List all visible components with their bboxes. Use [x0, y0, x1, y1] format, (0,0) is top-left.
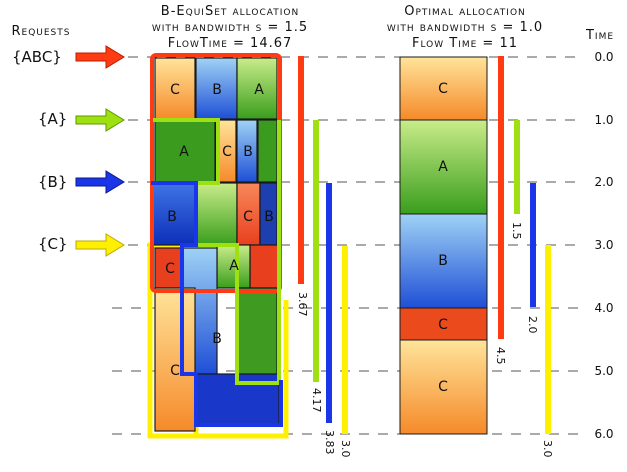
job-b-left-top	[195, 57, 238, 120]
right-title: Optimal allocation with bandwidth s = 1.…	[350, 4, 580, 52]
request-label-c: {C}	[38, 235, 68, 253]
job-label: B	[243, 144, 253, 160]
time-tick: 6.0	[594, 427, 613, 441]
job-label: A	[179, 144, 189, 160]
right-title-line1: Optimal allocation	[404, 4, 526, 19]
job-a-left-lower	[216, 244, 251, 289]
job-label: C	[243, 209, 253, 225]
right-completion-bars: 1.5 2.0 4.5 3.0	[494, 56, 554, 458]
job-label: B	[167, 209, 177, 225]
bar-c-right	[545, 245, 551, 434]
job-a-left-top	[236, 57, 278, 120]
arrow-b-icon	[75, 170, 125, 194]
bar-abc-left	[298, 56, 304, 284]
request-label-b: {B}	[38, 173, 67, 191]
arrow-c-icon	[75, 233, 125, 257]
job-b-left-mid	[236, 119, 258, 183]
job-b-right	[399, 213, 488, 309]
job-c-right-1	[399, 56, 488, 121]
job-label: C	[438, 317, 448, 333]
time-ticks: 0.0 1.0 2.0 3.0 4.0 5.0 6.0	[594, 50, 613, 441]
request-b-region	[151, 181, 283, 427]
job-c-left-red	[249, 244, 281, 289]
job-label: C	[438, 81, 448, 97]
time-tick: 0.0	[594, 50, 613, 64]
bar-label: 4.5	[494, 347, 507, 365]
job-c-right-3	[399, 339, 488, 435]
job-a-left-mid	[257, 119, 278, 183]
time-tick: 3.0	[594, 238, 613, 252]
job-label: A	[438, 159, 448, 175]
left-completion-bars: 3.67 4.17 3.83 3.0	[296, 56, 352, 458]
job-a-left-big	[154, 119, 216, 183]
job-a-left-light	[195, 182, 238, 246]
bar-label: 4.17	[310, 388, 323, 413]
job-label: A	[254, 82, 264, 98]
left-title: B-EquiSet allocation with bandwidth s = …	[120, 4, 340, 52]
bar-a-right	[514, 120, 520, 214]
time-header: Time	[585, 28, 615, 43]
bar-a-left	[313, 120, 319, 382]
request-label-a: {A}	[38, 110, 67, 128]
right-title-line3: Flow Time = 11	[411, 36, 519, 51]
right-schedule: C A B C C	[399, 56, 488, 435]
job-label: B	[438, 253, 448, 269]
left-title-line2: with bandwidth s = 1.5	[151, 20, 309, 35]
left-schedule: C B A A C B B C B A C B C	[147, 53, 289, 439]
time-tick: 4.0	[594, 301, 613, 315]
bar-b-left	[326, 183, 332, 423]
job-label: B	[212, 82, 222, 98]
job-label: A	[229, 258, 239, 274]
job-c-left-long	[154, 287, 196, 432]
job-a-right	[399, 119, 488, 215]
job-label: B	[212, 331, 222, 347]
time-tick: 1.0	[594, 113, 613, 127]
job-label: C	[222, 144, 232, 160]
bar-label: 1.5	[510, 222, 523, 240]
bar-label: 3.67	[296, 292, 309, 317]
job-c-right-2	[399, 307, 488, 341]
request-label-abc: {ABC}	[12, 48, 62, 66]
arrow-abc-icon	[75, 45, 125, 69]
job-label: C	[170, 363, 180, 379]
bar-label: 2.0	[526, 316, 539, 334]
requests-header: Requests	[11, 24, 71, 39]
left-title-line1: B-EquiSet allocation	[160, 4, 300, 19]
job-label: C	[165, 261, 175, 277]
bar-label: 3.0	[541, 440, 554, 458]
bar-b-right	[530, 183, 536, 307]
job-label: B	[264, 209, 274, 225]
arrow-a-icon	[75, 108, 125, 132]
time-tick: 2.0	[594, 175, 613, 189]
left-title-line3: FlowTime = 14.67	[167, 36, 293, 51]
job-label: C	[438, 379, 448, 395]
bar-c-left	[342, 246, 348, 434]
time-tick: 5.0	[594, 364, 613, 378]
right-title-line2: with bandwidth s = 1.0	[386, 20, 544, 35]
job-a-left-tail	[236, 287, 278, 383]
bar-label: 3.83	[323, 430, 336, 455]
bar-abc-right	[498, 56, 504, 339]
bar-label: 3.0	[339, 440, 352, 458]
request-arrows: {ABC} {A} {B} {C}	[12, 45, 125, 257]
job-label: C	[170, 82, 180, 98]
